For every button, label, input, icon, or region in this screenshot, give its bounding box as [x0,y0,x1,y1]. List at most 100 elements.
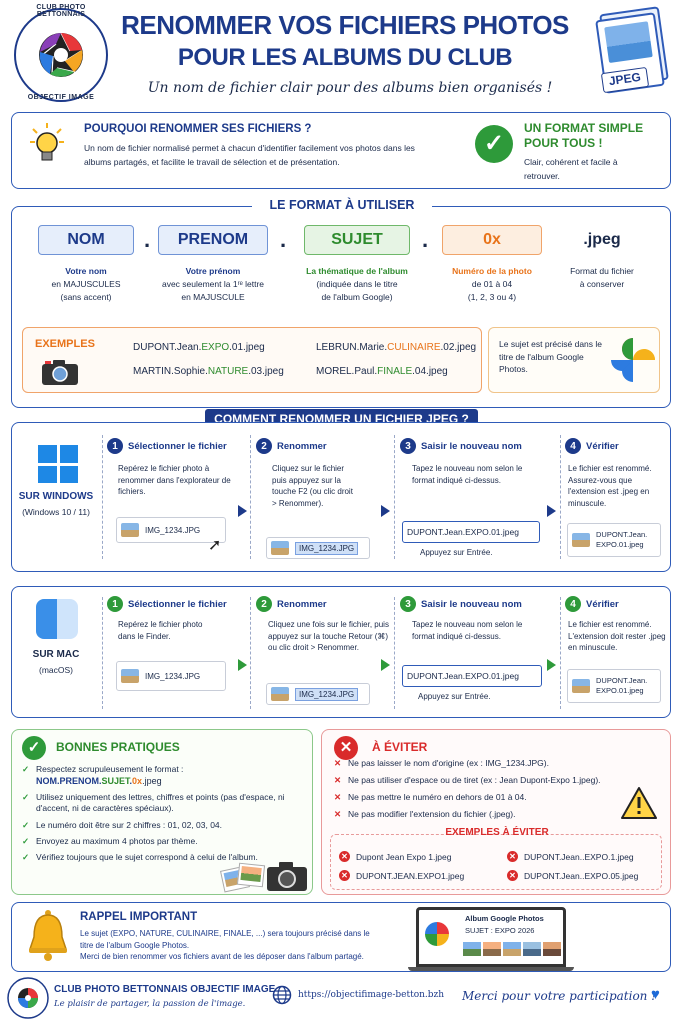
win-step-2-title-text: Renommer [277,440,327,452]
examples-box: EXEMPLES DUPONT.Jean.EXPO.01.jpeg LEBRUN… [22,327,482,393]
finder-icon [36,599,78,639]
format-part-sujet: SUJET [304,225,410,255]
image-file-icon [271,541,289,555]
windows-sub: (Windows 10 / 11) [22,507,90,517]
check-circle-icon: ✓ [22,736,46,760]
arrow-right-icon [547,505,556,517]
mac-step-1-text: Repérez le fichier photo dans le Finder. [118,620,203,641]
simple-format-title-1: UN FORMAT SIMPLE [524,121,644,135]
format-part-sujet-label: SUJET [331,231,383,248]
win-step-2-file[interactable]: IMG_1234.JPG [266,537,370,559]
bad-example-4-text: DUPONT.Jean..EXPO.05.jpeg [524,870,639,881]
avoid-item-4: ✕Ne pas modifier l'extension du fichier … [334,809,516,819]
avoid-item-1: ✕Ne pas laisser le nom d'origine (ex : I… [334,758,549,768]
win-step-4-file[interactable]: DUPONT.Jean. EXPO.01.jpeg [567,523,661,557]
reminder-text-1: Le sujet (EXPO, NATURE, CULINAIRE, FINAL… [80,929,370,950]
mac-step-3-after: Appuyez sur Entrée. [418,692,491,701]
format-desc-extension-text: à conserver [579,279,625,289]
mac-step-2-number: 2 [256,596,272,612]
arrow-right-icon [381,659,390,671]
bad-example-3: ✕DUPONT.JEAN.EXPO1.jpeg [339,870,464,881]
image-file-icon [572,679,590,693]
format-desc-prenom-text: avec seulement la 1ʳᵉ lettre en MAJUSCUL… [161,279,265,302]
mac-step-3-input[interactable]: DUPONT.Jean.EXPO.01.jpeg [402,665,542,687]
avoid-section: ✕ À ÉVITER ✕Ne pas laisser le nom d'orig… [321,729,671,895]
win-step-2-number: 2 [256,438,272,454]
mac-step-2-title-text: Renommer [277,598,327,610]
image-file-icon [121,669,139,683]
win-step-3-number: 3 [400,438,416,454]
example-4-c: .04.jpeg [412,366,448,377]
google-photos-icon [425,922,449,946]
format-part-number-label: 0x [483,231,501,248]
bell-icon [26,909,70,963]
reminder-title: RAPPEL IMPORTANT [80,911,198,923]
mac-step-3-filename: DUPONT.Jean.EXPO.01.jpeg [407,671,519,681]
windows-label: SUR WINDOWS [18,491,94,502]
mac-step-2-title: 2 Renommer [256,596,327,612]
google-note-box: Le sujet est précisé dans le titre de l'… [488,327,660,393]
page-subtitle: Un nom de fichier clair pour des albums … [147,80,553,96]
win-step-3-text: Tapez le nouveau nom selon le format ind… [412,464,523,485]
avoid-item-2: ✕Ne pas utiliser d'espace ou de tiret (e… [334,775,601,785]
arrow-right-icon [381,505,390,517]
bad-example-1: ✕Dupont Jean Expo 1.jpeg [339,851,451,862]
format-part-prenom-label: PRENOM [177,231,249,248]
windows-section: SUR WINDOWS (Windows 10 / 11) 1 Sélection… [11,422,671,572]
win-step-1-number: 1 [107,438,123,454]
mac-step-4-file[interactable]: DUPONT.Jean. EXPO.01.jpeg [567,669,661,703]
good-item-2-text: Utilisez uniquement des lettres, chiffre… [36,792,285,813]
logo-text-bottom: OBJECTIF IMAGE [27,94,95,101]
avoid-title: À ÉVITER [372,740,428,754]
examples-label: EXEMPLES [35,338,95,350]
good-item-5-text: Vérifiez toujours que le sujet correspon… [36,852,258,862]
example-4-subject: FINALE [377,366,413,377]
google-photos-icon [611,338,655,382]
image-file-icon [271,687,289,701]
mac-step-4-text: Le fichier est renommé. L'extension doit… [568,620,666,652]
bad-example-4: ✕DUPONT.Jean..EXPO.05.jpeg [507,870,638,881]
avoid-examples-box: EXEMPLES À ÉVITER ✕Dupont Jean Expo 1.jp… [330,827,662,890]
format-part-nom-label: NOM [67,231,105,248]
album-thumbnails [463,942,561,956]
mac-sub: (macOS) [39,665,73,675]
format-desc-nom-title: Votre nom [65,266,107,276]
format-desc-sujet-title: La thématique de l'album [306,266,408,276]
mac-step-1-title-text: Sélectionner le fichier [128,598,227,610]
good-item-3: ✓Le numéro doit être sur 2 chiffres : 01… [22,820,223,830]
example-3: MARTIN.Sophie.NATURE.03.jpeg [133,366,284,377]
format-desc-sujet: La thématique de l'album (indiquée dans l… [292,265,422,304]
format-desc-prenom: Votre prénom avec seulement la 1ʳᵉ lettre… [150,265,276,304]
mac-step-3-number: 3 [400,596,416,612]
image-file-icon [572,533,590,547]
mac-step-1-file[interactable]: IMG_1234.JPG [116,661,226,691]
club-logo: CLUB PHOTO BETTONNAIS OBJECTIF IMAGE [12,4,110,104]
win-step-1-file[interactable]: IMG_1234.JPG [116,517,226,543]
avoid-item-4-text: Ne pas modifier l'extension du fichier (… [348,809,516,819]
good-item-3-text: Le numéro doit être sur 2 chiffres : 01,… [36,820,223,830]
format-desc-nom-text: en MAJUSCULES (sans accent) [51,279,121,302]
format-desc-prenom-title: Votre prénom [185,266,241,276]
win-step-3-input[interactable]: DUPONT.Jean.EXPO.01.jpeg [402,521,540,543]
footer-url[interactable]: https://objectifimage-betton.bzh [298,990,445,1000]
example-4-a: MOREL.Paul. [316,366,378,377]
page-title-line1: RENOMMER VOS FICHIERS PHOTOS [121,10,569,40]
win-step-1-title-text: Sélectionner le fichier [128,440,227,452]
arrow-right-icon [238,659,247,671]
mac-step-2-filename: IMG_1234.JPG [295,687,359,701]
lightbulb-icon [30,123,64,167]
mac-label: SUR MAC [32,649,80,660]
win-step-2-filename: IMG_1234.JPG [295,541,359,555]
image-file-icon [121,523,139,537]
format-part-number: 0x [442,225,542,255]
mac-step-2-file[interactable]: IMG_1234.JPG [266,683,370,705]
format-dot-3: . [422,227,429,252]
good-format-d: 0x [132,776,143,786]
format-desc-sujet-text: (indiquée dans le titre de l'album Googl… [316,279,398,302]
good-item-4: ✓Envoyez au maximum 4 photos par thème. [22,836,198,846]
win-step-4-number: 4 [565,438,581,454]
example-3-c: .03.jpeg [248,366,284,377]
